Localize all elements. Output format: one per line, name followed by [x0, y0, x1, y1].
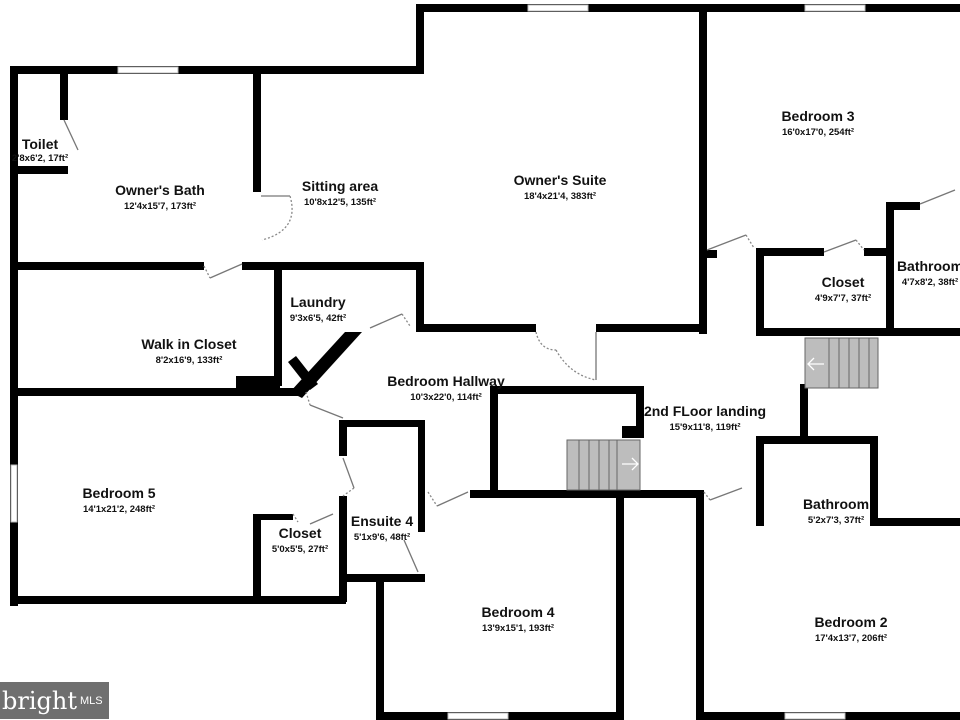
room-name: Toilet — [21, 136, 59, 152]
room-name: Ensuite 4 — [350, 513, 414, 529]
room-ensuite-4: Ensuite 4 5'1x9'6, 48ft² — [351, 513, 413, 543]
room-name: Bedroom 5 — [82, 485, 156, 501]
room-name: Closet — [278, 525, 322, 541]
arrow-right-icon — [622, 457, 639, 471]
room-bathroom-3: Bathroom 4'7x8'2, 38ft² — [897, 258, 960, 288]
room-name: Bathroom — [896, 258, 960, 274]
room-name: Bedroom 2 — [814, 614, 888, 630]
room-dims: 4'9x7'7, 37ft² — [814, 293, 872, 304]
room-name: Bathroom — [802, 496, 870, 512]
staircase-right — [804, 337, 879, 389]
room-bedroom-hallway: Bedroom Hallway 10'3x22'0, 114ft² — [387, 373, 504, 403]
windows — [10, 4, 866, 720]
arrow-left-icon — [807, 357, 824, 371]
room-name: Walk in Closet — [141, 336, 237, 352]
bright-mls-logo: bright MLS — [0, 682, 109, 719]
room-dims: 10'8x12'5, 135ft² — [303, 197, 377, 208]
room-owners-suite: Owner's Suite 18'4x21'4, 383ft² — [514, 172, 607, 202]
room-dims: 15'9x11'8, 119ft² — [669, 422, 741, 433]
room-owners-bath: Owner's Bath 12'4x15'7, 173ft² — [115, 182, 205, 212]
room-dims: 18'4x21'4, 383ft² — [523, 191, 597, 202]
room-bathroom-2: Bathroom 5'2x7'3, 37ft² — [803, 496, 869, 526]
room-bedroom-5: Bedroom 5 14'1x21'2, 248ft² — [82, 485, 155, 515]
room-dims: 14'1x21'2, 248ft² — [82, 504, 156, 515]
room-laundry: Laundry 9'3x6'5, 42ft² — [290, 294, 346, 324]
room-bedroom-4: Bedroom 4 13'9x15'1, 193ft² — [481, 604, 554, 634]
room-dims: 8'2x16'9, 133ft² — [155, 355, 223, 366]
logo-suffix: MLS — [79, 694, 103, 707]
room-name: Bedroom 3 — [781, 108, 855, 124]
room-dims: 2'8x6'2, 17ft² — [11, 153, 69, 164]
room-name: Bedroom 4 — [481, 604, 555, 620]
room-bedroom-3: Bedroom 3 16'0x17'0, 254ft² — [781, 108, 854, 138]
room-bedroom-2: Bedroom 2 17'4x13'7, 206ft² — [814, 614, 887, 644]
room-sitting-area: Sitting area 10'8x12'5, 135ft² — [302, 178, 378, 208]
staircase-left — [566, 439, 641, 491]
room-dims: 17'4x13'7, 206ft² — [814, 633, 888, 644]
room-dims: 9'3x6'5, 42ft² — [289, 313, 347, 324]
room-dims: 5'0x5'5, 27ft² — [271, 544, 329, 555]
room-walk-in-closet: Walk in Closet 8'2x16'9, 133ft² — [141, 336, 236, 366]
room-dims: 13'9x15'1, 193ft² — [481, 623, 555, 634]
room-closet-5: Closet 5'0x5'5, 27ft² — [272, 525, 328, 555]
room-dims: 5'2x7'3, 37ft² — [807, 515, 865, 526]
room-name: 2nd FLoor landing — [643, 403, 767, 419]
room-name: Laundry — [290, 294, 346, 310]
room-2nd-floor-landing: 2nd FLoor landing 15'9x11'8, 119ft² — [644, 403, 766, 433]
logo-brand: bright — [2, 686, 77, 715]
room-dims: 10'3x22'0, 114ft² — [410, 392, 482, 403]
room-dims: 4'7x8'2, 38ft² — [901, 277, 959, 288]
room-dims: 16'0x17'0, 254ft² — [781, 127, 855, 138]
room-name: Owner's Bath — [115, 182, 205, 198]
doors — [63, 119, 956, 573]
room-dims: 12'4x15'7, 173ft² — [123, 201, 197, 212]
room-name: Sitting area — [301, 178, 379, 194]
room-name: Owner's Suite — [513, 172, 607, 188]
room-closet-3: Closet 4'9x7'7, 37ft² — [815, 274, 871, 304]
room-name: Closet — [821, 274, 865, 290]
room-dims: 5'1x9'6, 48ft² — [353, 532, 411, 543]
room-name: Bedroom Hallway — [387, 373, 505, 389]
